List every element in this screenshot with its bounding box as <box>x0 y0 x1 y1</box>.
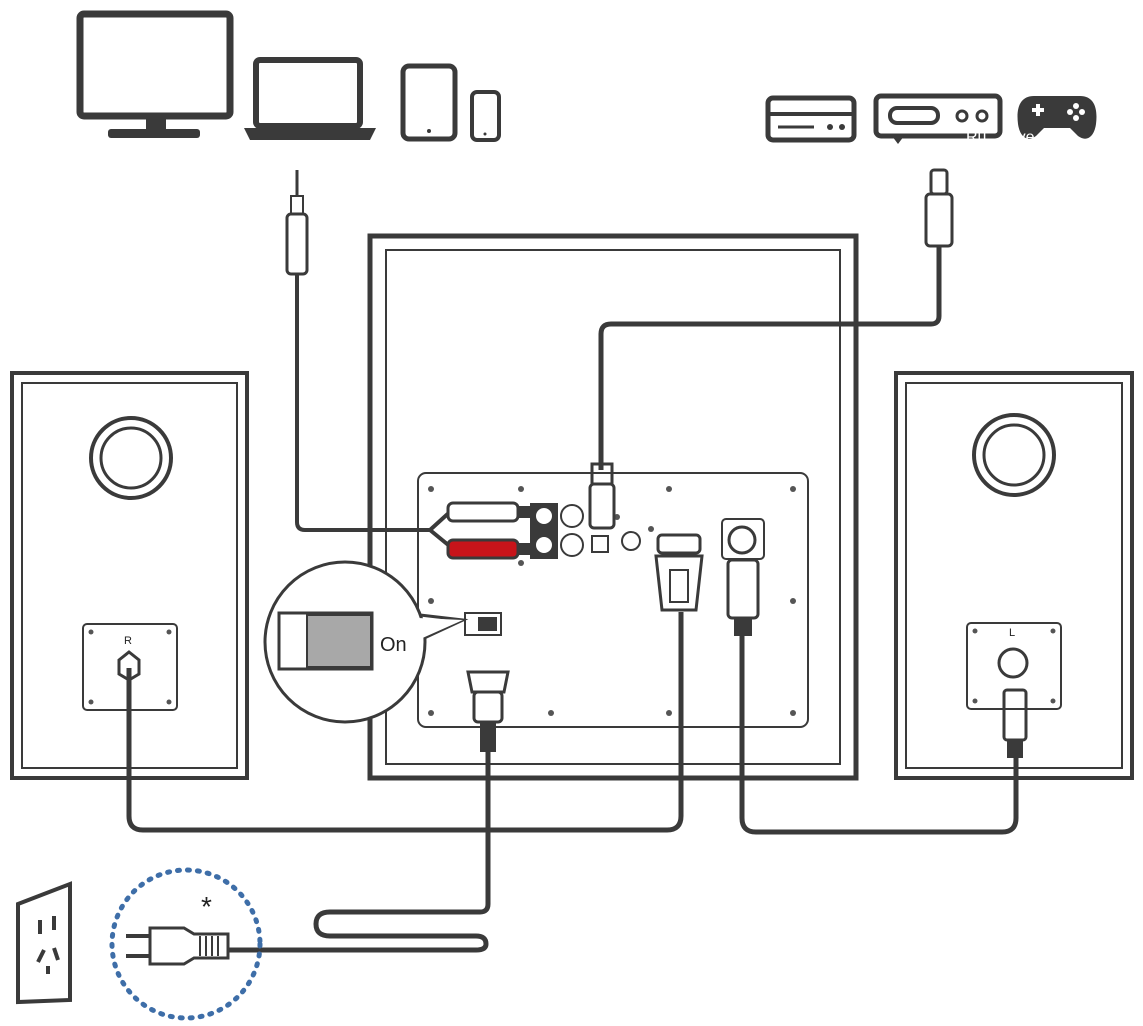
rca-input-jacks <box>530 503 584 559</box>
power-switch-on-label: On <box>380 634 407 656</box>
monitor-icon <box>76 10 234 138</box>
phone-icon <box>470 90 501 142</box>
gamepad-icon <box>1017 96 1097 139</box>
control-knob <box>621 531 641 551</box>
subwoofer <box>367 233 859 781</box>
plug-note-asterisk: * <box>201 891 212 922</box>
din-speaker-cable <box>721 518 1028 835</box>
power-plug-callout: * <box>109 867 263 1021</box>
tweeter-icon <box>89 416 173 500</box>
rca-plug-white <box>446 501 533 523</box>
laptop-icon <box>244 57 376 140</box>
wall-outlet-icon <box>16 881 72 1005</box>
optical-input-port <box>591 535 609 553</box>
subwoofer-back-panel <box>417 472 809 728</box>
watermark-text: Ru... ...ve <box>966 129 1035 146</box>
dvd-player-icon <box>765 95 857 143</box>
power-switch-callout: On <box>263 560 469 724</box>
left-speaker-label: L <box>1009 627 1015 639</box>
tablet-icon <box>400 63 458 142</box>
left-speaker: L <box>894 371 1134 780</box>
optical-cable <box>588 168 954 530</box>
set-top-box-icon <box>873 93 1003 144</box>
dsub-speaker-cable <box>126 533 704 833</box>
tweeter-icon <box>972 413 1056 497</box>
power-cable <box>228 670 510 953</box>
right-speaker-label: R <box>124 635 132 647</box>
power-plug-icon <box>148 926 230 966</box>
rca-plug-red <box>446 538 533 560</box>
power-switch <box>464 612 502 636</box>
